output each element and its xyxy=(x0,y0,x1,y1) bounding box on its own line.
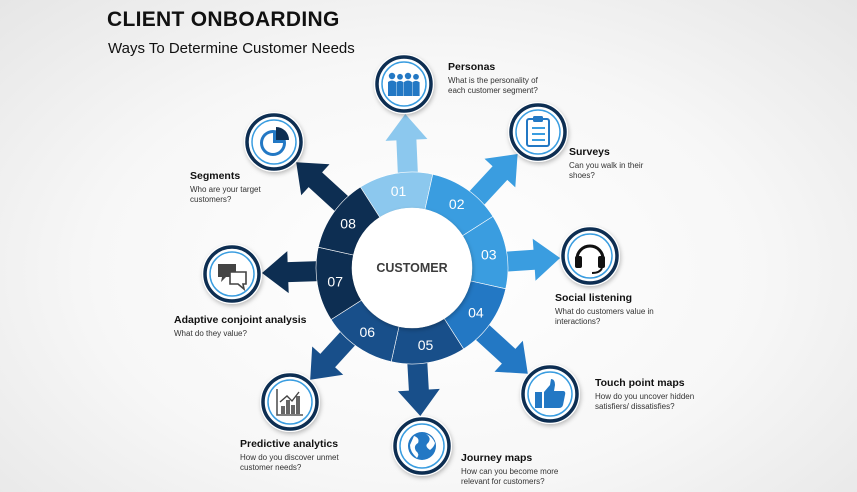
label-description: How do you uncover hidden satisfiers/ di… xyxy=(595,392,695,411)
headset-icon xyxy=(560,226,620,286)
label-description: What is the personality of each customer… xyxy=(448,76,538,95)
label-predictive-analytics: Predictive analytics How do you discover… xyxy=(240,438,340,473)
page-subtitle: Ways To Determine Customer Needs xyxy=(108,40,355,57)
label-description: How can you become more relevant for cus… xyxy=(461,467,559,486)
segment-number-touch-point-maps: 04 xyxy=(468,305,484,321)
label-title: Segments xyxy=(190,170,241,182)
center-circle xyxy=(352,208,472,328)
label-description: What do they value? xyxy=(174,329,247,338)
page-title: CLIENT ONBOARDING xyxy=(107,8,340,31)
bar-chart-icon xyxy=(260,372,320,432)
label-surveys: Surveys Can you walk in their shoes? xyxy=(569,146,649,181)
label-description: Who are your target customers? xyxy=(190,185,261,204)
segment-number-personas: 01 xyxy=(391,183,407,199)
label-title: Social listening xyxy=(555,292,633,304)
label-adaptive-conjoint-analysis: Adaptive conjoint analysis What do they … xyxy=(174,314,306,339)
segment-number-adaptive-conjoint-analysis: 07 xyxy=(327,274,343,290)
clipboard-icon xyxy=(508,102,568,162)
label-title: Adaptive conjoint analysis xyxy=(174,314,307,326)
label-description: Can you walk in their shoes? xyxy=(569,161,644,180)
label-touch-point-maps: Touch point maps How do you uncover hidd… xyxy=(595,377,703,412)
segment-number-journey-maps: 05 xyxy=(418,337,434,353)
globe-icon xyxy=(392,416,452,476)
label-title: Journey maps xyxy=(461,452,533,464)
ring-segment-segments xyxy=(317,186,381,256)
label-title: Surveys xyxy=(569,146,610,158)
segment-number-predictive-analytics: 06 xyxy=(360,324,376,340)
people-icon xyxy=(374,54,434,114)
label-title: Predictive analytics xyxy=(240,438,339,450)
label-segments: Segments Who are your target customers? xyxy=(190,170,270,205)
segment-ring xyxy=(315,171,509,365)
center-label: CUSTOMER xyxy=(376,261,447,275)
label-title: Touch point maps xyxy=(595,377,685,389)
chat-bubbles-icon xyxy=(202,244,262,304)
thumbs-up-icon xyxy=(520,364,580,424)
label-description: What do customers value in interactions? xyxy=(555,307,654,326)
label-social-listening: Social listening What do customers value… xyxy=(555,292,665,327)
icons-layer xyxy=(202,54,620,476)
segment-number-social-listening: 03 xyxy=(481,247,497,263)
segment-number-segments: 08 xyxy=(340,215,356,231)
label-description: How do you discover unmet customer needs… xyxy=(240,453,339,472)
segment-numbers: 01 02 03 04 05 06 07 08 xyxy=(327,183,496,353)
label-journey-maps: Journey maps How can you become more rel… xyxy=(461,452,571,487)
label-title: Personas xyxy=(448,61,496,73)
label-personas: Personas What is the personality of each… xyxy=(448,61,548,96)
segment-number-surveys: 02 xyxy=(449,196,465,212)
pie-chart-icon xyxy=(244,112,304,172)
